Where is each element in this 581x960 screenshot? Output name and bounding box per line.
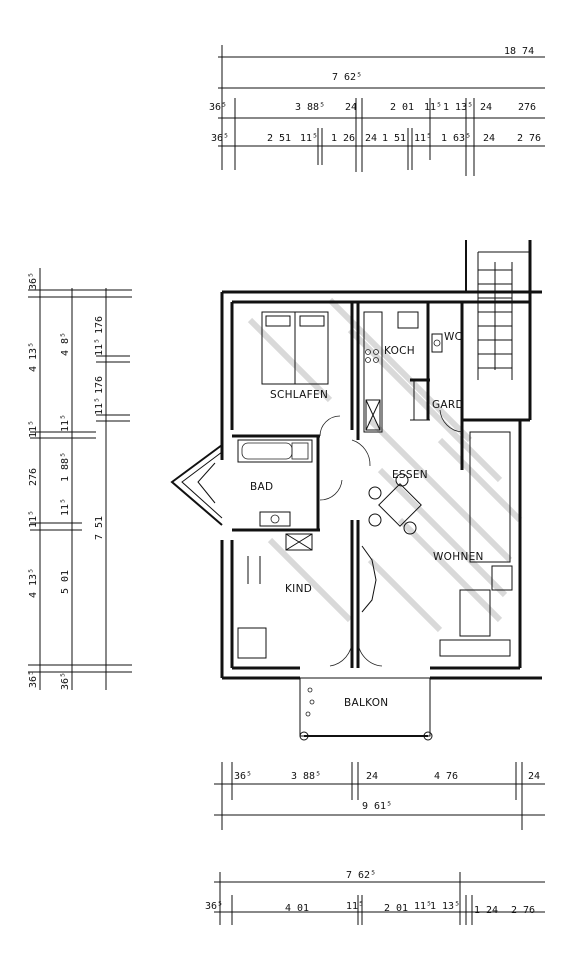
- left-dim-m2: 11⁵: [60, 414, 71, 432]
- top-dim-r4-d: 1 26: [331, 133, 355, 144]
- top-dim-r4-g: 11⁵: [414, 133, 432, 144]
- washbasin: [259, 511, 291, 527]
- room-label-koch: KOCH: [384, 345, 415, 357]
- top-dim-r3-d: 2 01: [390, 102, 414, 113]
- kitchen-counter: [363, 311, 419, 433]
- room-label-kind: KIND: [285, 583, 312, 595]
- left-dim-o7: 36⁵: [28, 670, 39, 688]
- bottom-dim-r2: 9 61⁵: [362, 801, 392, 812]
- room-label-schlafen: SCHLAFEN: [270, 389, 328, 401]
- left-dim-o3: 11⁵: [28, 420, 39, 438]
- bottom-dim-r4-h: 2 76: [511, 905, 535, 916]
- top-dim-r3-g: 24: [480, 102, 492, 113]
- top-dim-r3-h: 276: [518, 102, 536, 113]
- floor-plan-body: SCHLAFEN KOCH WC GARD BAD ESSEN WOHNEN K…: [170, 240, 542, 741]
- top-dim-r4-a: 36⁵: [211, 133, 229, 144]
- left-dimension-chain: 36⁵ 4 13⁵ 11⁵ 276 11⁵ 4 13⁵ 36⁵ 4 8⁵ 11⁵…: [28, 268, 132, 690]
- top-dim-r4-j: 2 76: [517, 133, 541, 144]
- room-label-gard: GARD: [432, 399, 464, 411]
- bottom-dim-r4-f: 1 13⁵: [430, 901, 460, 912]
- left-dim-m5: 5 01: [60, 570, 71, 594]
- bottom-dim-r1-e: 24: [528, 771, 540, 782]
- wc-fixtures: [410, 333, 443, 421]
- bottom-dimension-chain: 36⁵ 3 88⁵ 24 4 76 24 9 61⁵ 7 62⁵ 36⁵ 4 0…: [205, 762, 545, 925]
- top-dim-r3-a: 36⁵: [209, 102, 227, 113]
- dining-table: [368, 473, 422, 535]
- left-dim-m4: 11⁵: [60, 498, 71, 516]
- top-dim-r3-b: 3 88⁵: [295, 102, 325, 113]
- left-dim-i4: 176: [94, 376, 105, 394]
- top-dim-r3-e: 11⁵: [424, 102, 442, 113]
- bottom-dim-r4-a: 36⁵: [205, 901, 223, 912]
- top-dim-r4-h: 1 63⁵: [441, 133, 471, 144]
- door-swings: [319, 409, 463, 667]
- left-dim-i1: 11⁵: [94, 338, 105, 356]
- double-bed: [261, 311, 329, 385]
- top-dim-r4-b: 2 51: [267, 133, 291, 144]
- left-dim-m6: 36⁵: [60, 672, 71, 690]
- room-label-wc: WC: [444, 331, 462, 343]
- left-dim-o4: 276: [28, 468, 39, 486]
- room-label-balkon: BALKON: [344, 697, 388, 709]
- left-dim-o2: 4 13⁵: [28, 342, 39, 372]
- bottom-dim-r3: 7 62⁵: [346, 870, 376, 881]
- bottom-dim-r1-b: 3 88⁵: [291, 771, 321, 782]
- top-dim-r3-c: 24: [345, 102, 357, 113]
- room-label-bad: BAD: [250, 481, 273, 493]
- left-dim-m3: 1 88⁵: [60, 452, 71, 482]
- bottom-dim-r4-b: 4 01: [285, 903, 309, 914]
- bottom-dim-r1-c: 24: [366, 771, 378, 782]
- bottom-dim-r1-d: 4 76: [434, 771, 458, 782]
- left-dim-i3: 11⁵: [94, 397, 105, 415]
- room-label-essen: ESSEN: [392, 469, 428, 481]
- bottom-dim-r4-c: 11⁵: [346, 901, 364, 912]
- kind-furniture: [237, 556, 267, 659]
- left-dim-m1: 4 8⁵: [60, 332, 71, 356]
- left-dim-i5: 7 51: [94, 516, 105, 540]
- balcony: [299, 677, 433, 741]
- left-dim-o6: 4 13⁵: [28, 568, 39, 598]
- bottom-dim-r1-a: 36⁵: [234, 771, 252, 782]
- bottom-dim-r4-d: 2 01: [384, 903, 408, 914]
- bottom-dim-r4-g: 1 24: [474, 905, 498, 916]
- left-dim-o5: 11⁵: [28, 510, 39, 528]
- top-dim-r4-e: 24: [365, 133, 377, 144]
- bathtub: [237, 439, 313, 463]
- left-dim-i2: 176: [94, 316, 105, 334]
- top-dim-row2: 7 62⁵: [332, 72, 362, 83]
- staircase: [465, 240, 530, 380]
- room-label-wohnen: WOHNEN: [433, 551, 484, 563]
- top-dim-r4-f: 1 51: [382, 133, 406, 144]
- living-furniture: [361, 431, 513, 657]
- top-dim-r3-f: 1 13⁵: [443, 102, 473, 113]
- top-dim-r4-c: 11⁵: [300, 133, 318, 144]
- shower-cross: [285, 533, 313, 551]
- top-dim-total: 18 74: [504, 46, 534, 57]
- top-dim-r4-i: 24: [483, 133, 495, 144]
- top-dimension-chain: 18 74 7 62⁵ 36⁵ 3 88⁵ 24 2 01 11⁵ 1 13⁵ …: [209, 45, 545, 176]
- bottom-dim-r4-e: 11⁵: [414, 901, 432, 912]
- left-dim-o1: 36⁵: [28, 272, 39, 290]
